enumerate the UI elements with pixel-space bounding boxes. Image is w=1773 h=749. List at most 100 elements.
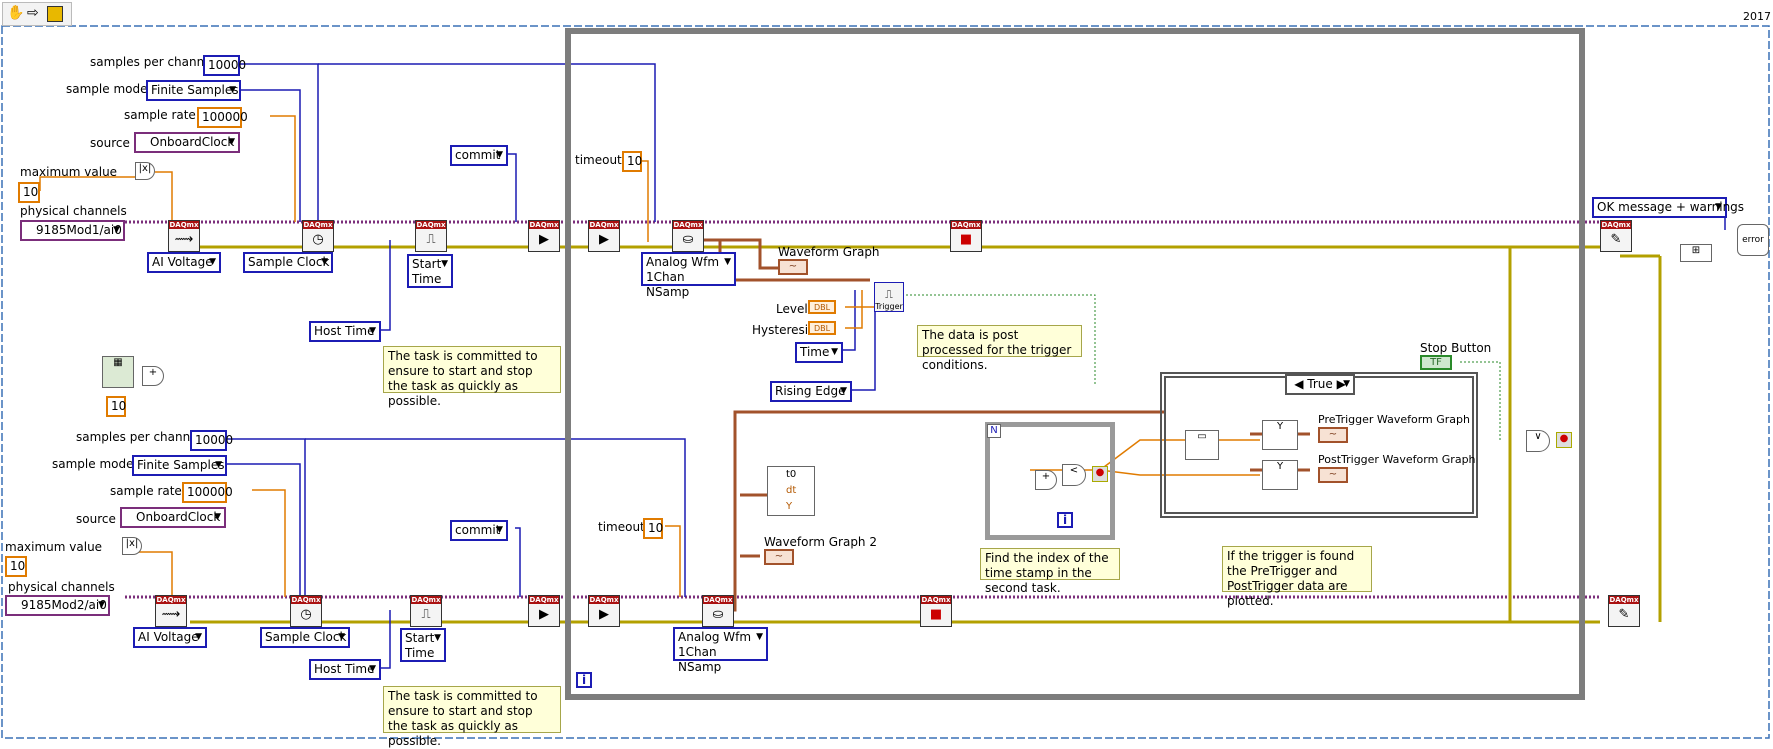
t2-source[interactable]: OnboardClock▼ — [120, 507, 226, 528]
t2-read-vi[interactable]: DAQmx⛀ — [702, 595, 734, 627]
t1-max-value[interactable]: 10 — [18, 182, 40, 203]
t1-source-label: source — [90, 136, 130, 150]
waveform-graph-2-label: Waveform Graph 2 — [764, 535, 877, 549]
pretrigger-label: PreTrigger Waveform Graph — [1318, 413, 1470, 426]
while-loop — [565, 28, 1585, 700]
hysteresis-control[interactable]: DBL — [808, 321, 836, 335]
level-label: Level — [776, 302, 808, 316]
add-icon: + — [142, 366, 164, 386]
arrow-right-icon[interactable]: ⇨ — [27, 5, 39, 21]
case-selector[interactable]: ◀ True ▶▼ — [1285, 374, 1355, 395]
stop-button[interactable]: TF — [1420, 355, 1452, 370]
t1-start-time[interactable]: Start Time▼ — [407, 254, 453, 288]
t1-samples-per-channel[interactable]: 10000 — [203, 55, 246, 76]
loop-stop-terminal[interactable]: ● — [1556, 432, 1572, 448]
waveform-graph-2-indicator: ~ — [764, 549, 794, 565]
t2-host-time[interactable]: Host Time▼ — [309, 659, 381, 680]
iteration-terminal-icon: ▦ — [102, 356, 134, 388]
waveform-graph-label: Waveform Graph — [778, 245, 880, 259]
t1-clear-task-vi[interactable]: DAQmx✎ — [1600, 220, 1632, 252]
negate-icon: |x| — [135, 162, 155, 180]
t2-max-value[interactable]: 10 — [5, 556, 27, 577]
t1-read-mode[interactable]: Analog Wfm 1Chan NSamp▼ — [641, 252, 736, 299]
hand-icon[interactable]: ✋ — [7, 5, 25, 21]
outer-frame — [1, 25, 1770, 739]
t2-timing-vi[interactable]: DAQmx◷ — [290, 595, 322, 627]
or-node: ∨ — [1526, 430, 1550, 452]
t2-timeout-label: timeout — [598, 520, 645, 534]
t2-clear-task-vi[interactable]: DAQmx✎ — [1608, 595, 1640, 627]
t1-stop-task-vi[interactable]: DAQmx■ — [950, 220, 982, 252]
t2-read-mode[interactable]: Analog Wfm 1Chan NSamp▼ — [673, 627, 768, 674]
t1-sample-mode[interactable]: Finite Samples▼ — [146, 80, 241, 101]
pre-build-waveform: Y — [1262, 420, 1298, 450]
t2-sample-rate[interactable]: 100000 — [182, 482, 233, 503]
t1-timeout[interactable]: 10 — [622, 151, 642, 172]
stop-button-label: Stop Button — [1420, 341, 1492, 355]
t1-start-trigger-vi[interactable]: DAQmx⎍ — [415, 220, 447, 252]
run-icon[interactable] — [47, 6, 63, 22]
ok-message-selector[interactable]: OK message + warnings▼ — [1592, 197, 1744, 218]
t1-start-task-vi[interactable]: DAQmx▶ — [588, 220, 620, 252]
t1-sample-clock[interactable]: Sample Clock▼ — [243, 252, 333, 273]
stop-condition-icon[interactable]: ● — [1092, 466, 1108, 482]
t1-create-channel-vi[interactable]: DAQmx⟿ — [168, 220, 200, 252]
posttrigger-label: PostTrigger Waveform Graph — [1318, 453, 1476, 466]
t2-comment: The task is committed to ensure to start… — [383, 686, 561, 748]
toolbar: ✋ ⇨ — [2, 2, 72, 26]
ten-constant[interactable]: 10 — [106, 396, 126, 417]
trigger-time-selector[interactable]: Time▼ — [795, 342, 843, 363]
t1-source[interactable]: OnboardClock▼ — [134, 132, 240, 153]
t1-physical-channel[interactable]: 9185Mod1/ai0▼ — [20, 220, 125, 241]
add-node: + — [1035, 470, 1057, 490]
waveform-graph-indicator: ~ — [778, 259, 808, 275]
pretrigger-graph: ~ — [1318, 427, 1348, 443]
less-than-node: < — [1062, 464, 1086, 486]
negate-icon-2: |x| — [122, 537, 142, 555]
t1-commit[interactable]: commit▼ — [450, 145, 508, 166]
t1-comment: The task is committed to ensure to start… — [383, 346, 561, 408]
t2-start-time[interactable]: Start Time▼ — [400, 628, 446, 662]
trigger-vi[interactable]: ⎍Trigger — [874, 282, 904, 312]
inner-for-loop — [985, 422, 1115, 540]
t2-start-trigger-vi[interactable]: DAQmx⎍ — [410, 595, 442, 627]
t2-timeout[interactable]: 10 — [643, 518, 663, 539]
t1-read-vi[interactable]: DAQmx⛀ — [672, 220, 704, 252]
t2-create-channel-vi[interactable]: DAQmx⟿ — [155, 595, 187, 627]
t1-sample-rate[interactable]: 100000 — [197, 107, 248, 128]
rising-edge-selector[interactable]: Rising Edge▼ — [770, 381, 852, 402]
for-loop-index: i — [1057, 512, 1073, 528]
hysteresis-label: Hysteresis — [752, 323, 815, 337]
t1-max-label: maximum value — [20, 165, 118, 179]
post-build-waveform: Y — [1262, 460, 1298, 490]
t2-ai-voltage[interactable]: AI Voltage▼ — [133, 627, 207, 648]
t1-control-task-vi[interactable]: DAQmx▶ — [528, 220, 560, 252]
t1-host-time[interactable]: Host Time▼ — [309, 321, 381, 342]
t2-control-task-vi[interactable]: DAQmx▶ — [528, 595, 560, 627]
t2-sample-mode-label: sample mode — [52, 457, 134, 471]
posttrigger-graph: ~ — [1318, 467, 1348, 483]
t2-samples-per-channel[interactable]: 10000 — [190, 430, 233, 451]
t2-start-task-vi[interactable]: DAQmx▶ — [588, 595, 620, 627]
loop-count-icon: N — [987, 424, 1001, 438]
t1-sample-rate-label: sample rate — [124, 108, 196, 122]
split-node: ▭ — [1185, 430, 1219, 460]
level-control[interactable]: DBL — [808, 300, 836, 314]
error-handler-icon[interactable]: error — [1737, 224, 1769, 256]
t2-stop-task-vi[interactable]: DAQmx■ — [920, 595, 952, 627]
loop-iteration-terminal: i — [576, 672, 592, 688]
t1-sample-mode-label: sample mode — [66, 82, 148, 96]
t1-phys-label: physical channels — [20, 204, 127, 218]
t2-source-label: source — [76, 512, 116, 526]
version-year: 2017 — [1743, 10, 1771, 23]
merge-errors-icon: ⊞ — [1680, 244, 1712, 262]
t1-timeout-label: timeout — [575, 153, 622, 167]
t2-commit[interactable]: commit▼ — [450, 520, 508, 541]
inner-loop-comment: Find the index of the time stamp in the … — [980, 548, 1120, 595]
t2-sample-mode[interactable]: Finite Samples▼ — [132, 455, 227, 476]
t1-timing-vi[interactable]: DAQmx◷ — [302, 220, 334, 252]
t2-physical-channel[interactable]: 9185Mod2/ai0▼ — [5, 595, 110, 616]
t2-sample-clock[interactable]: Sample Clock▼ — [260, 627, 350, 648]
t1-ai-voltage[interactable]: AI Voltage▼ — [147, 252, 221, 273]
